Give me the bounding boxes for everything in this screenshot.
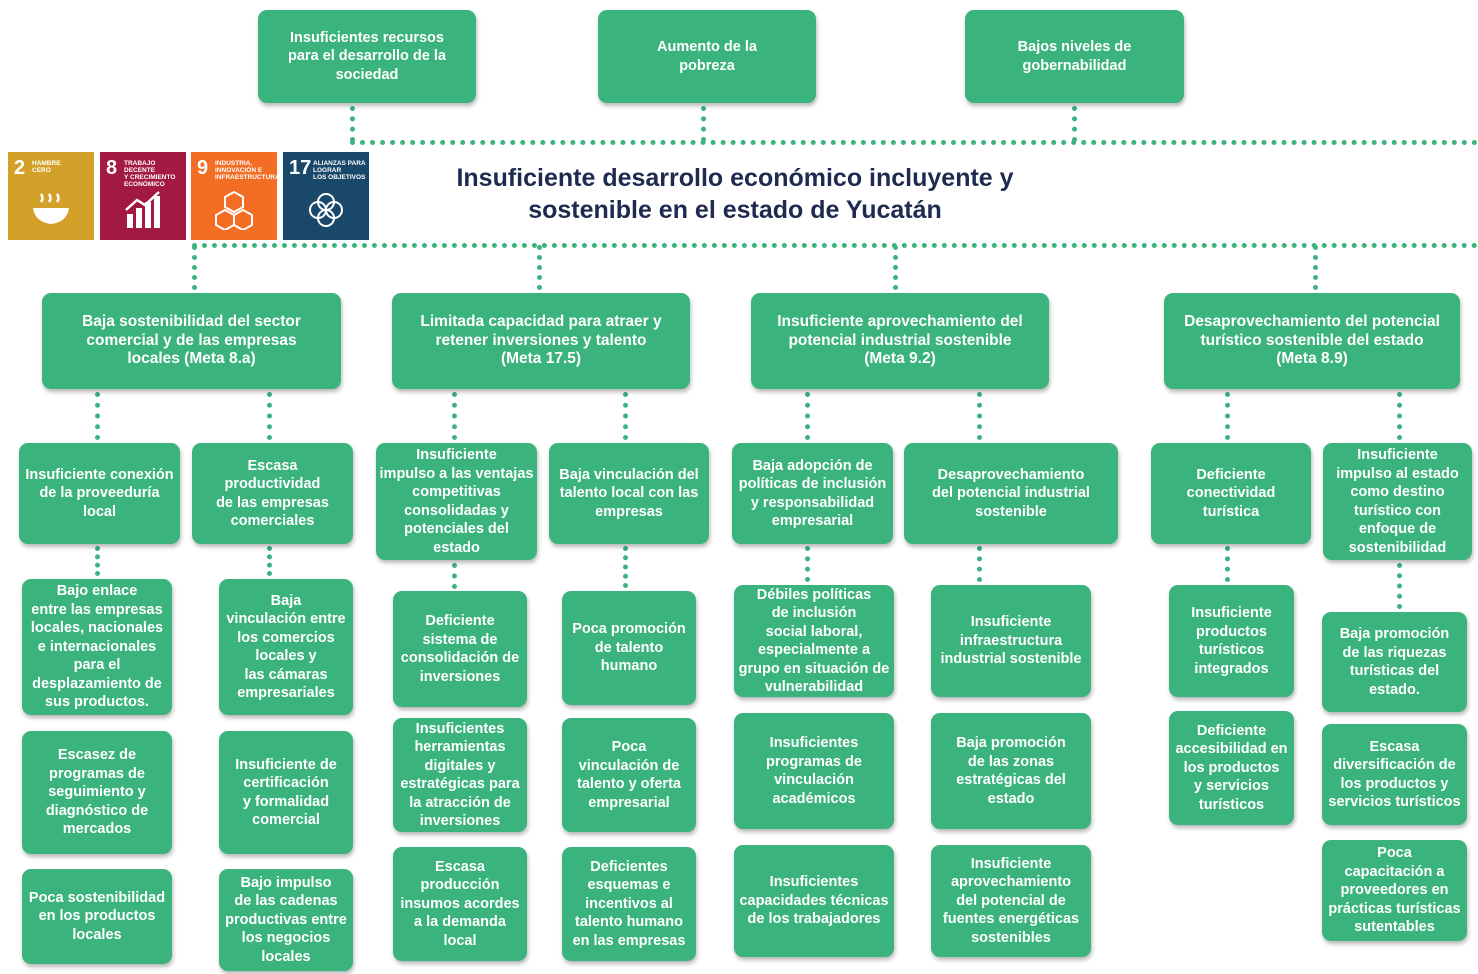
sub-connector (95, 392, 100, 440)
effect-box: Aumento de la pobreza (598, 10, 816, 103)
root-cause-box: Deficientes esquemas e incentivos al tal… (562, 847, 696, 961)
root-cause-box: Poca vinculación de talento y oferta emp… (562, 718, 696, 832)
item-connector (623, 546, 628, 588)
sub-connector (1397, 392, 1402, 440)
root-cause-box: Baja promoción de las zonas estratégicas… (931, 713, 1091, 829)
subcause-box: Baja vinculación del talento local con l… (549, 443, 709, 544)
sdg-label: Trabajo decente y crecimiento económico (124, 160, 176, 188)
subcause-box: Baja adopción de políticas de inclusión … (732, 443, 893, 544)
sdg-number: 9 (197, 157, 209, 179)
sdg-badge-2: 2 Hambre cero (8, 152, 94, 240)
item-connector (1397, 563, 1402, 609)
effect-connector (1072, 106, 1077, 142)
root-cause-box: Débiles políticas de inclusión social la… (734, 585, 894, 697)
cause-box: Desaprovechamiento del potencial turísti… (1164, 293, 1460, 389)
root-cause-box: Escasa producción insumos acordes a la d… (393, 847, 527, 961)
sdg-number: 2 (14, 157, 26, 179)
root-cause-box: Escasez de programas de seguimiento y di… (22, 731, 172, 854)
root-cause-box: Insuficiente de certificación y formalid… (219, 731, 353, 854)
sub-connector (267, 392, 272, 440)
root-cause-box: Insuficiente infraestructura industrial … (931, 585, 1091, 697)
effect-box: Bajos niveles de gobernabilidad (965, 10, 1184, 103)
root-cause-box: Poca promoción de talento humano (562, 591, 696, 705)
sdg-badge-9: 9 Industria, innovación e infraestructur… (191, 152, 280, 240)
sub-connector (1225, 392, 1230, 440)
sub-connector (977, 392, 982, 440)
growth-chart-icon (125, 191, 160, 228)
cause-connector (1313, 245, 1318, 290)
sdg-badge-8: 8 Trabajo decente y crecimiento económic… (100, 152, 186, 240)
root-cause-box: Bajo impulso de las cadenas productivas … (219, 869, 353, 971)
subcause-box: Desaprovechamiento del potencial industr… (904, 443, 1118, 544)
cause-box: Limitada capacidad para atraer y retener… (392, 293, 690, 389)
sub-connector (452, 392, 457, 440)
sdg-badge-17: 17 Alianzas para lograr los objetivos (283, 152, 369, 240)
sdg-label: Industria, innovación e infraestructura (215, 160, 280, 181)
item-connector (977, 546, 982, 582)
subcause-box: Insuficiente impulso al estado como dest… (1323, 443, 1472, 560)
item-connector (95, 546, 100, 576)
central-problem-title: Insuficiente desarrollo económico incluy… (456, 164, 1014, 224)
sdg-label: Alianzas para lograr los objetivos (313, 160, 366, 181)
root-cause-box: Escasa diversificación de los productos … (1322, 724, 1467, 825)
sub-connector (805, 392, 810, 440)
root-cause-box: Insuficiente aprovechamiento del potenci… (931, 845, 1091, 957)
sub-connector (623, 392, 628, 440)
root-cause-box: Poca sostenibilidad en los productos loc… (22, 869, 172, 964)
root-cause-box: Deficiente sistema de consolidación de i… (393, 591, 527, 707)
root-cause-box: Deficiente accesibilidad en los producto… (1169, 711, 1294, 825)
subcause-box: Insuficiente impulso a las ventajas comp… (376, 443, 537, 560)
sdg-number: 17 (289, 157, 312, 179)
root-cause-box: Insuficientes herramientas digitales y e… (393, 718, 527, 832)
item-connector (267, 546, 272, 576)
sdg-label: Hambre cero (32, 160, 61, 174)
root-cause-box: Insuficientes programas de vinculación a… (734, 713, 894, 829)
root-cause-box: Insuficiente productos turísticos integr… (1169, 585, 1294, 697)
cause-box: Baja sostenibilidad del sector comercial… (42, 293, 341, 389)
cause-connector (192, 245, 197, 290)
sdg-number: 8 (106, 157, 118, 179)
cause-connector (537, 245, 542, 290)
subcause-box: Escasa productividad de las empresas com… (192, 443, 353, 544)
effect-connector (350, 106, 355, 142)
effects-connector-line (350, 140, 1478, 145)
root-cause-box: Baja vinculación entre los comercios loc… (219, 579, 353, 715)
subcause-box: Deficiente conectividad turística (1151, 443, 1311, 544)
cubes-icon (215, 190, 253, 230)
item-connector (805, 546, 810, 582)
cause-connector (893, 245, 898, 290)
root-cause-box: Poca capacitación a proveedores en práct… (1322, 840, 1467, 941)
item-connector (1225, 546, 1230, 582)
subcause-box: Insuficiente conexión de la proveeduría … (19, 443, 180, 544)
item-connector (452, 563, 457, 589)
bowl-icon (33, 193, 69, 224)
root-cause-box: Bajo enlace entre las empresas locales, … (22, 579, 172, 715)
cause-box: Insuficiente aprovechamiento del potenci… (751, 293, 1049, 389)
root-cause-box: Baja promoción de las riquezas turística… (1322, 612, 1467, 712)
effect-connector (701, 106, 706, 142)
effect-box: Insuficientes recursos para el desarroll… (258, 10, 476, 103)
rings-icon (309, 193, 343, 227)
causes-connector-line (192, 243, 1478, 248)
root-cause-box: Insuficientes capacidades técnicas de lo… (734, 845, 894, 957)
